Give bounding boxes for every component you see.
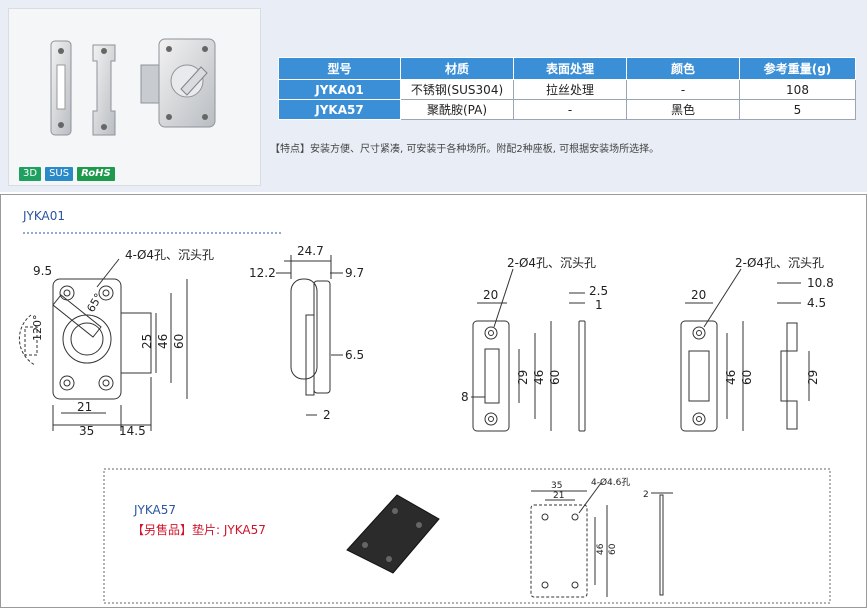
note-hole-plate2: 2-Ø4孔、沉头孔 (735, 256, 824, 270)
dim-65: 65° (84, 291, 105, 314)
dim-p2-46: 46 (724, 370, 738, 385)
note-hole-plate1: 2-Ø4孔、沉头孔 (507, 256, 596, 270)
pad-drawing (530, 482, 673, 598)
badge-rohs: RoHS (77, 167, 115, 181)
feature-text: 【特点】安装方便、尺寸紧凑, 可安装于各种场所。附配2种座板, 可根据安装场所选… (270, 144, 660, 155)
note-hole-front: 4-Ø4孔、沉头孔 (125, 248, 214, 262)
dim-p1-60: 60 (548, 370, 562, 385)
dim-p1-20: 20 (483, 288, 498, 302)
badge-3d: 3D (19, 167, 42, 181)
dim-p2-10-8: 10.8 (807, 276, 834, 290)
drawing-geometry (18, 232, 831, 604)
sold-separately-note: 【另售品】垫片: JYKA57 (132, 523, 266, 537)
dim-24-7: 24.7 (297, 244, 324, 258)
badge-sus: SUS (45, 167, 74, 181)
cell-weight: 108 (739, 79, 856, 100)
dim-12-2: 12.2 (249, 266, 276, 280)
dim-9-7: 9.7 (345, 266, 364, 280)
dim-pad-46: 46 (596, 543, 606, 555)
cell-color: - (626, 79, 740, 100)
dim-p1-8: 8 (461, 390, 469, 404)
cell-model: JYKA57 (278, 99, 401, 120)
cell-surface: - (513, 99, 627, 120)
dim-p2-20: 20 (691, 288, 706, 302)
header-model: 型号 (278, 57, 401, 80)
header-color: 颜色 (626, 57, 740, 80)
dim-pad-2: 2 (643, 490, 649, 500)
dim-p1-2-5: 2.5 (589, 284, 608, 298)
header-material: 材质 (400, 57, 514, 80)
drawing-canvas: 4-Ø4孔、沉头孔 9.5 21 35 14.5 25 46 60 120° 6… (18, 232, 834, 604)
spec-table: 型号 材质 表面处理 颜色 参考重量(g) JYKA01 不锈钢(SUS304)… (278, 57, 856, 120)
dim-35: 35 (79, 424, 94, 438)
dim-120: 120° (31, 315, 44, 342)
table-row: JYKA01 不锈钢(SUS304) 拉丝处理 - 108 (278, 79, 856, 100)
dim-p2-29: 29 (806, 370, 820, 385)
dim-2: 2 (323, 408, 331, 422)
dim-60: 60 (172, 334, 186, 349)
dim-21: 21 (77, 400, 92, 414)
pad-dimension-labels: 35 21 4-Ø4.6孔 46 60 2 (551, 477, 649, 555)
section-title-jyka01: JYKA01 (23, 209, 66, 223)
dim-25: 25 (140, 334, 154, 349)
dim-p2-4-5: 4.5 (807, 296, 826, 310)
strike-plate-flat (471, 268, 586, 432)
front-view (18, 258, 188, 431)
note-hole-pad: 4-Ø4.6孔 (591, 477, 630, 488)
dim-p2-60: 60 (740, 370, 754, 385)
header-weight: 参考重量(g) (739, 57, 856, 80)
dim-pad-21: 21 (553, 491, 564, 501)
dimension-labels: 4-Ø4孔、沉头孔 9.5 21 35 14.5 25 46 60 120° 6… (31, 244, 834, 555)
strike-plate-bent (680, 268, 810, 432)
pad-photo (346, 494, 440, 574)
header-surface: 表面处理 (513, 57, 627, 80)
cell-material: 聚酰胺(PA) (400, 99, 514, 120)
dim-46: 46 (156, 334, 170, 349)
product-header-panel: 3D SUS RoHS 型号 材质 表面处理 颜色 参考重量(g) JYKA01… (0, 0, 867, 192)
section-title-jyka57: JYKA57 (134, 503, 177, 517)
side-view (276, 255, 343, 416)
dim-pad-60: 60 (608, 543, 618, 555)
table-row: JYKA57 聚酰胺(PA) - 黑色 5 (278, 99, 856, 120)
dim-p1-29: 29 (516, 370, 530, 385)
cell-weight: 5 (739, 99, 856, 120)
product-photo-illustration (50, 38, 216, 136)
dim-p1-46: 46 (532, 370, 546, 385)
cell-material: 不锈钢(SUS304) (400, 79, 514, 100)
cell-model: JYKA01 (278, 79, 401, 100)
dim-pad-35: 35 (551, 481, 562, 491)
accessory-frame (103, 468, 831, 604)
technical-drawing-panel: JYKA01 JYKA57 【另售品】垫片: JYKA57 (0, 194, 867, 608)
dim-6-5: 6.5 (345, 348, 364, 362)
cell-color: 黑色 (626, 99, 740, 120)
dim-9-5: 9.5 (33, 264, 52, 278)
dim-14-5: 14.5 (119, 424, 146, 438)
product-photo: 3D SUS RoHS (8, 8, 261, 186)
cell-surface: 拉丝处理 (513, 79, 627, 100)
dim-p1-1: 1 (595, 298, 603, 312)
